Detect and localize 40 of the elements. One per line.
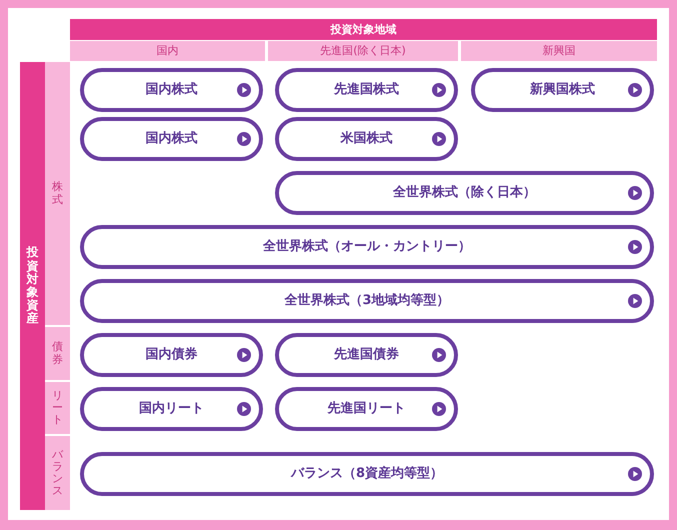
fund-name: 国内株式 — [146, 82, 198, 98]
fund-pill — [80, 225, 654, 269]
asset-header-text: 投資対象資産 — [26, 246, 38, 326]
asset-class-band — [45, 382, 70, 434]
fund-pill — [275, 333, 458, 377]
fund-pill — [275, 117, 458, 161]
fund-pill — [275, 171, 654, 215]
fund-pill — [275, 68, 458, 112]
fund-name: 米国株式 — [340, 130, 392, 148]
fund-name: 全世界株式（除く日本） — [393, 184, 536, 202]
fund-pill — [80, 452, 654, 496]
asset-class-band — [45, 327, 70, 380]
fund-name: 先進国債券 — [334, 346, 399, 364]
region-column-header: 国内 — [70, 41, 265, 61]
asset-class-text: 株式 — [52, 181, 63, 206]
asset-class-text: 債券 — [52, 341, 63, 366]
fund-name: 国内リート — [139, 400, 204, 418]
asset-header-band — [20, 62, 45, 510]
asset-class-band — [45, 436, 70, 510]
fund-pill — [80, 117, 263, 161]
fund-pill — [80, 279, 654, 323]
fund-name: バランス（8資産均等型） — [290, 466, 444, 482]
fund-pill — [471, 68, 654, 112]
fund-name: 新興国株式 — [530, 82, 595, 98]
fund-name: 先進国株式 — [334, 82, 399, 98]
fund-pill — [80, 333, 263, 377]
fund-name: 先進国リート — [328, 400, 406, 418]
fund-name: 国内債券 — [146, 346, 198, 364]
asset-class-band — [45, 62, 70, 325]
region-column-header: 新興国 — [461, 41, 657, 61]
fund-name: 全世界株式（3地域均等型） — [284, 292, 450, 310]
asset-class-text: バランス — [52, 448, 63, 498]
region-column-header: 先進国(除く日本) — [268, 41, 458, 61]
fund-pill — [80, 387, 263, 431]
fund-name: 国内株式 — [146, 130, 198, 148]
fund-pill — [275, 387, 458, 431]
region-header-band: 投資対象地域 — [70, 19, 657, 40]
fund-name: 全世界株式（オール・カントリー） — [263, 238, 471, 256]
asset-class-text: リート — [52, 390, 63, 426]
fund-pill — [80, 68, 263, 112]
